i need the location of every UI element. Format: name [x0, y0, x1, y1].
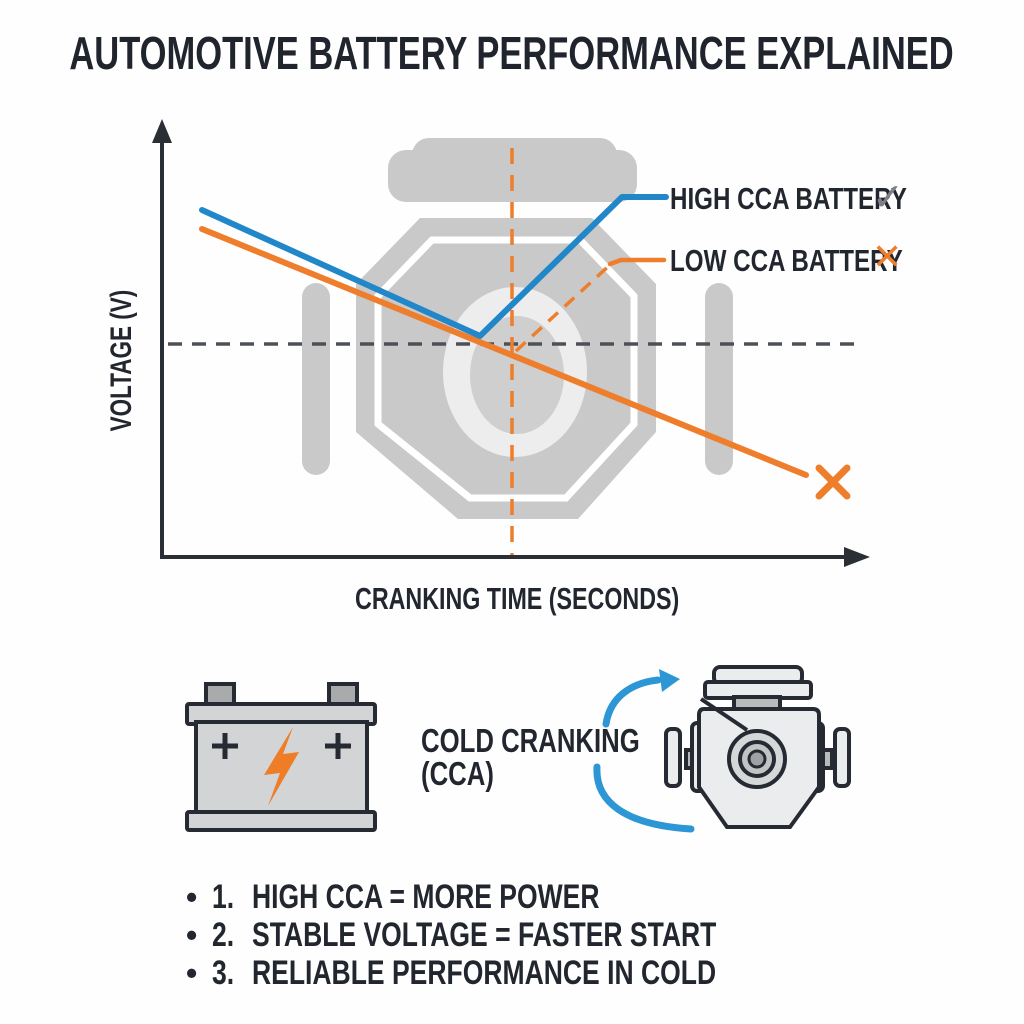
x-axis-arrowhead [844, 547, 870, 567]
watermark-left-pipe [302, 283, 330, 475]
rotation-arrow-bottom-icon [593, 763, 695, 833]
rotation-arrow-top-icon [602, 676, 662, 728]
title-bar: AUTOMOTIVE BATTERY PERFORMANCE EXPLAINED [0, 26, 1024, 80]
y-axis-label-text: VOLTAGE (V) [105, 290, 138, 432]
plus-terminal-left-icon [212, 733, 238, 759]
low-cca-legend-connector [607, 257, 667, 267]
legend-label-low-cca: LOW CCA BATTERY [670, 243, 903, 278]
y-axis-arrowhead [152, 119, 172, 143]
engine-watermark [302, 138, 733, 519]
y-axis [152, 119, 172, 558]
bullet-text: STABLE VOLTAGE = FASTER START [252, 916, 717, 954]
bullet-dot: • [186, 917, 198, 953]
bullet-number: 2. [212, 916, 235, 954]
battery-bottom-rail [185, 810, 377, 832]
cold-cranking-line1: COLD CRANKING [421, 722, 640, 759]
low-cca-line [199, 226, 809, 478]
page-title: AUTOMOTIVE BATTERY PERFORMANCE EXPLAINED [69, 27, 955, 79]
x-axis-label-text: CRANKING TIME (SECONDS) [354, 581, 680, 616]
high-cca-line [199, 194, 669, 339]
bullet-dot: • [186, 955, 198, 991]
engine-icon [593, 665, 851, 833]
cold-cranking-line2: (CCA) [421, 755, 494, 792]
check-icon: ✓ [872, 175, 904, 219]
engine-right-outer-bracket [833, 727, 851, 788]
legend-label-high-cca: HIGH CCA BATTERY [670, 181, 907, 216]
rotation-arrowhead [659, 669, 680, 692]
engine-left-outer-bracket [664, 727, 682, 788]
bullet-number: 3. [212, 954, 235, 992]
list-item: • 3. RELIABLE PERFORMANCE IN COLD [186, 954, 847, 992]
lightning-bolt-icon [264, 727, 299, 806]
bullet-dot: • [186, 879, 198, 915]
cross-icon: ✕ [872, 237, 903, 278]
x-marker-icon [815, 464, 851, 500]
plus-terminal-right-icon [325, 733, 351, 759]
bullet-text: HIGH CCA = MORE POWER [252, 878, 600, 916]
key-points-list: • 1. HIGH CCA = MORE POWER • 2. STABLE V… [186, 878, 847, 992]
engine-dipstick-line [699, 697, 749, 732]
voltage-chart [152, 119, 870, 567]
x-axis-label: CRANKING TIME (SECONDS) [162, 581, 872, 617]
battery-icon [185, 682, 377, 832]
legend-item-low-cca: LOW CCA BATTERY ✕ [670, 237, 968, 279]
list-item: • 1. HIGH CCA = MORE POWER [186, 878, 847, 916]
bullet-text: RELIABLE PERFORMANCE IN COLD [252, 954, 717, 992]
cold-cranking-label: COLD CRANKING (CCA) [421, 724, 701, 790]
bullet-number: 1. [212, 878, 235, 916]
engine-pulley-center [747, 749, 767, 769]
list-item: • 2. STABLE VOLTAGE = FASTER START [186, 916, 847, 954]
watermark-block-inset-line [374, 236, 638, 502]
y-axis-label: VOLTAGE (V) [105, 251, 139, 471]
legend-item-high-cca: HIGH CCA BATTERY ✓ [670, 175, 974, 219]
watermark-valve-cover-top [412, 138, 617, 174]
x-axis [160, 547, 870, 567]
watermark-right-pipe [705, 283, 733, 475]
